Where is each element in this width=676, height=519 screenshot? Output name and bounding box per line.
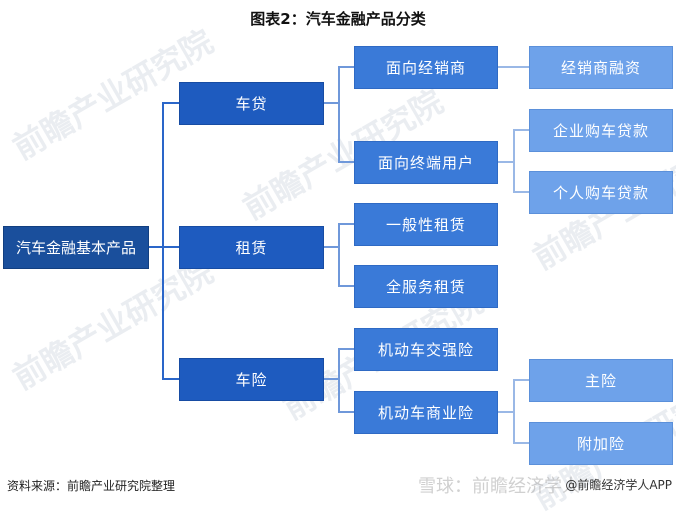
connector	[323, 246, 339, 248]
connector	[338, 161, 354, 163]
node-general-leasing: 一般性租赁	[354, 203, 498, 246]
diagram-title: 图表2：汽车金融产品分类	[250, 10, 426, 28]
node-leasing: 租赁	[179, 226, 324, 269]
node-corporate-car-loan: 企业购车贷款	[529, 109, 673, 152]
connector	[497, 411, 514, 413]
connector	[162, 102, 179, 104]
node-dealer: 面向经销商	[354, 46, 498, 89]
connector	[497, 161, 514, 163]
connector	[338, 66, 354, 68]
connector	[338, 285, 354, 287]
connector	[148, 246, 164, 248]
node-personal-car-loan: 个人购车贷款	[529, 171, 673, 214]
connector	[497, 66, 529, 68]
connector	[513, 379, 529, 381]
node-additional-insurance: 附加险	[529, 422, 673, 465]
connector	[323, 378, 339, 380]
node-full-service-leasing: 全服务租赁	[354, 265, 498, 308]
connector	[513, 191, 529, 193]
node-root: 汽车金融基本产品	[3, 226, 149, 269]
node-commercial-insurance: 机动车商业险	[354, 391, 498, 434]
connector	[338, 66, 340, 163]
connector	[162, 378, 179, 380]
connector	[513, 129, 529, 131]
node-main-insurance: 主险	[529, 359, 673, 402]
xueqiu-watermark: 雪球：前瞻经济学人	[418, 476, 580, 497]
node-dealer-financing: 经销商融资	[529, 46, 673, 89]
connector	[513, 379, 515, 443]
connector	[162, 102, 164, 380]
node-car-insurance: 车险	[179, 358, 324, 401]
connector	[338, 348, 340, 412]
connector	[323, 102, 339, 104]
source-note: 资料来源：前瞻产业研究院整理	[7, 479, 176, 493]
node-car-loan: 车贷	[179, 82, 324, 125]
credit-text: @前瞻经济学人APP	[565, 478, 672, 492]
connector	[513, 129, 515, 192]
connector	[513, 442, 529, 444]
node-compulsory-insurance: 机动车交强险	[354, 328, 498, 371]
connector	[338, 223, 340, 286]
node-end-user: 面向终端用户	[354, 141, 498, 184]
connector	[338, 348, 354, 350]
connector	[338, 411, 354, 413]
connector	[162, 246, 179, 248]
connector	[338, 223, 354, 225]
